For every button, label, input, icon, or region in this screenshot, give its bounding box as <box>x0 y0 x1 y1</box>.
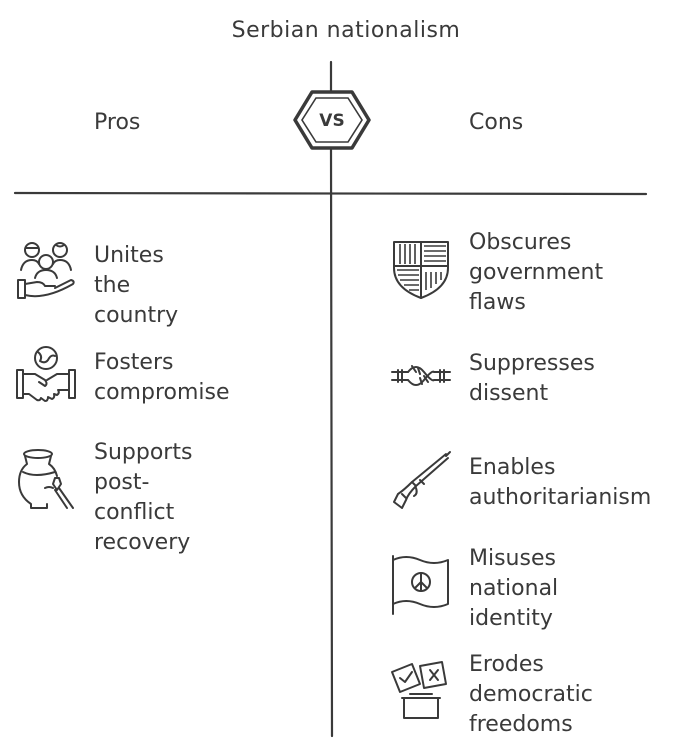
pro-label: Fosters compromise <box>94 350 230 405</box>
con-label: Enables authoritarianism <box>469 455 652 510</box>
handshake-globe-icon <box>16 346 76 402</box>
con-label: Suppresses dissent <box>469 351 595 406</box>
vs-badge: VS <box>293 90 371 150</box>
knot-rope-icon <box>391 365 451 386</box>
con-label: Obscures government flaws <box>469 230 604 315</box>
con-label: Erodes democratic freedoms <box>469 652 593 737</box>
vs-label: VS <box>319 111 344 131</box>
shield-icon <box>393 241 449 299</box>
community-hand-icon <box>17 242 75 299</box>
peace-flag-icon <box>392 555 449 615</box>
pro-label: Unites the country <box>94 243 179 328</box>
ballot-box-icon <box>391 661 447 719</box>
vase-brush-icon <box>18 449 74 509</box>
cons-heading: Cons <box>469 110 524 135</box>
con-label: Misuses national identity <box>469 546 559 631</box>
pro-label: Supports post- conflict recovery <box>94 440 193 555</box>
rifle-icon <box>393 451 451 509</box>
diagram-title: Serbian nationalism <box>231 18 461 43</box>
pros-heading: Pros <box>94 110 141 135</box>
